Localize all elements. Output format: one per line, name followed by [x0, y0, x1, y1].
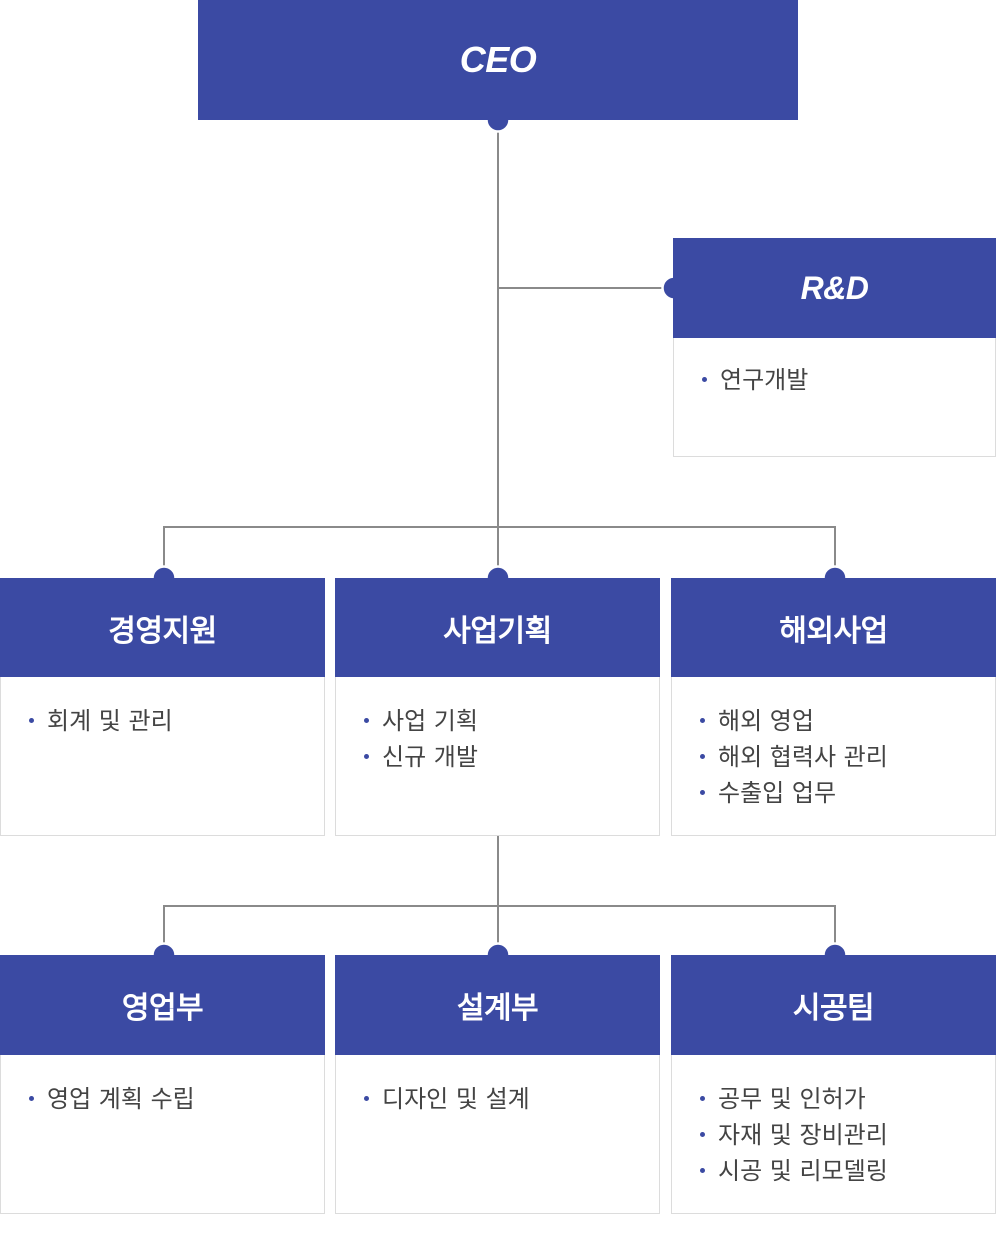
list-item: 자재 및 장비관리	[700, 1117, 995, 1153]
division-header-2: 사업기획	[335, 578, 660, 677]
department-header-1: 영업부	[0, 955, 325, 1055]
list-item: 디자인 및 설계	[364, 1081, 659, 1117]
bullet-icon	[700, 718, 705, 723]
list-item: 사업 기획	[364, 703, 659, 739]
department-header-2: 설계부	[335, 955, 660, 1055]
bullet-icon	[700, 1168, 705, 1173]
department-body-3: 공무 및 인허가 자재 및 장비관리 시공 및 리모델링	[671, 1055, 996, 1214]
ceo-title: CEO	[459, 39, 537, 80]
rnd-body: 연구개발	[673, 338, 996, 457]
bullet-icon	[364, 1096, 369, 1101]
bullet-icon	[364, 718, 369, 723]
department-title: 영업부	[121, 991, 204, 1026]
department-body-1: 영업 계획 수립	[0, 1055, 325, 1214]
division-body-2: 사업 기획 신규 개발	[335, 677, 660, 836]
list-item: 해외 협력사 관리	[700, 739, 995, 775]
bullet-icon	[700, 790, 705, 795]
bullet-icon	[700, 1096, 705, 1101]
list-item: 시공 및 리모델링	[700, 1153, 995, 1189]
rnd-header: R&D	[673, 238, 996, 338]
division-header-1: 경영지원	[0, 578, 325, 677]
rnd-title: R&D	[800, 269, 869, 306]
bullet-icon	[700, 754, 705, 759]
division-title: 해외사업	[779, 613, 888, 649]
division-title: 사업기획	[443, 613, 552, 649]
list-item: 신규 개발	[364, 739, 659, 775]
list-item: 회계 및 관리	[29, 703, 324, 739]
bullet-icon	[702, 377, 707, 382]
department-header-3: 시공팀	[671, 955, 996, 1055]
department-body-2: 디자인 및 설계	[335, 1055, 660, 1214]
list-item: 영업 계획 수립	[29, 1081, 324, 1117]
bullet-icon	[29, 1096, 34, 1101]
department-title: 시공팀	[792, 991, 875, 1026]
bullet-icon	[364, 754, 369, 759]
division-body-1: 회계 및 관리	[0, 677, 325, 836]
bullet-icon	[700, 1132, 705, 1137]
list-item: 연구개발	[702, 362, 995, 398]
division-header-3: 해외사업	[671, 578, 996, 677]
bullet-icon	[29, 718, 34, 723]
list-item: 수출입 업무	[700, 775, 995, 811]
division-body-3: 해외 영업 해외 협력사 관리 수출입 업무	[671, 677, 996, 836]
ceo-box: CEO	[198, 0, 798, 120]
division-title: 경영지원	[108, 613, 217, 649]
list-item: 공무 및 인허가	[700, 1081, 995, 1117]
department-title: 설계부	[456, 991, 539, 1026]
list-item: 해외 영업	[700, 703, 995, 739]
